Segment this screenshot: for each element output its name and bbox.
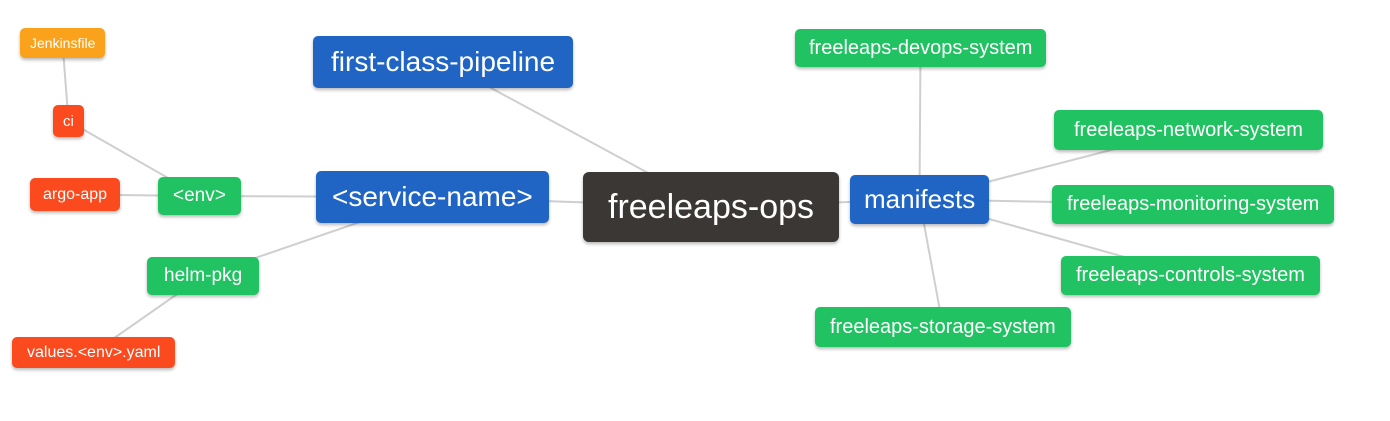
node-label: argo-app [43,185,108,203]
node-argo-app[interactable]: argo-app [30,178,121,211]
node-ci[interactable]: ci [53,105,84,137]
node-label: freeleaps-controls-system [1076,264,1305,286]
node-freeleaps-controls-system[interactable]: freeleaps-controls-system [1061,256,1320,295]
node-label: values.<env>.yaml [27,343,161,361]
node-label: first-class-pipeline [331,46,556,77]
node-freeleaps-storage-system[interactable]: freeleaps-storage-system [815,307,1071,347]
node-service-name[interactable]: <service-name> [316,171,549,223]
node-manifests[interactable]: manifests [850,175,990,224]
node-freeleaps-devops-system[interactable]: freeleaps-devops-system [795,29,1047,67]
node-first-class-pipeline[interactable]: first-class-pipeline [313,36,574,88]
node-label: freeleaps-ops [608,187,815,226]
node-env[interactable]: <env> [158,177,241,215]
node-freeleaps-ops-root[interactable]: freeleaps-ops [583,172,840,242]
node-label: helm-pkg [164,265,243,286]
node-label: manifests [864,184,976,214]
node-jenkinsfile[interactable]: Jenkinsfile [20,28,106,58]
node-label: <service-name> [332,181,533,212]
node-label: freeleaps-monitoring-system [1067,193,1320,215]
node-values-env-yaml[interactable]: values.<env>.yaml [12,337,176,368]
node-label: freeleaps-network-system [1074,118,1303,141]
node-label: freeleaps-storage-system [830,315,1056,338]
node-label: freeleaps-devops-system [809,36,1033,59]
node-helm-pkg[interactable]: helm-pkg [147,257,260,295]
node-freeleaps-monitoring-system[interactable]: freeleaps-monitoring-system [1052,185,1335,224]
node-label: <env> [173,185,226,206]
node-label: Jenkinsfile [30,35,96,51]
node-label: ci [63,112,74,130]
node-freeleaps-network-system[interactable]: freeleaps-network-system [1054,110,1323,150]
